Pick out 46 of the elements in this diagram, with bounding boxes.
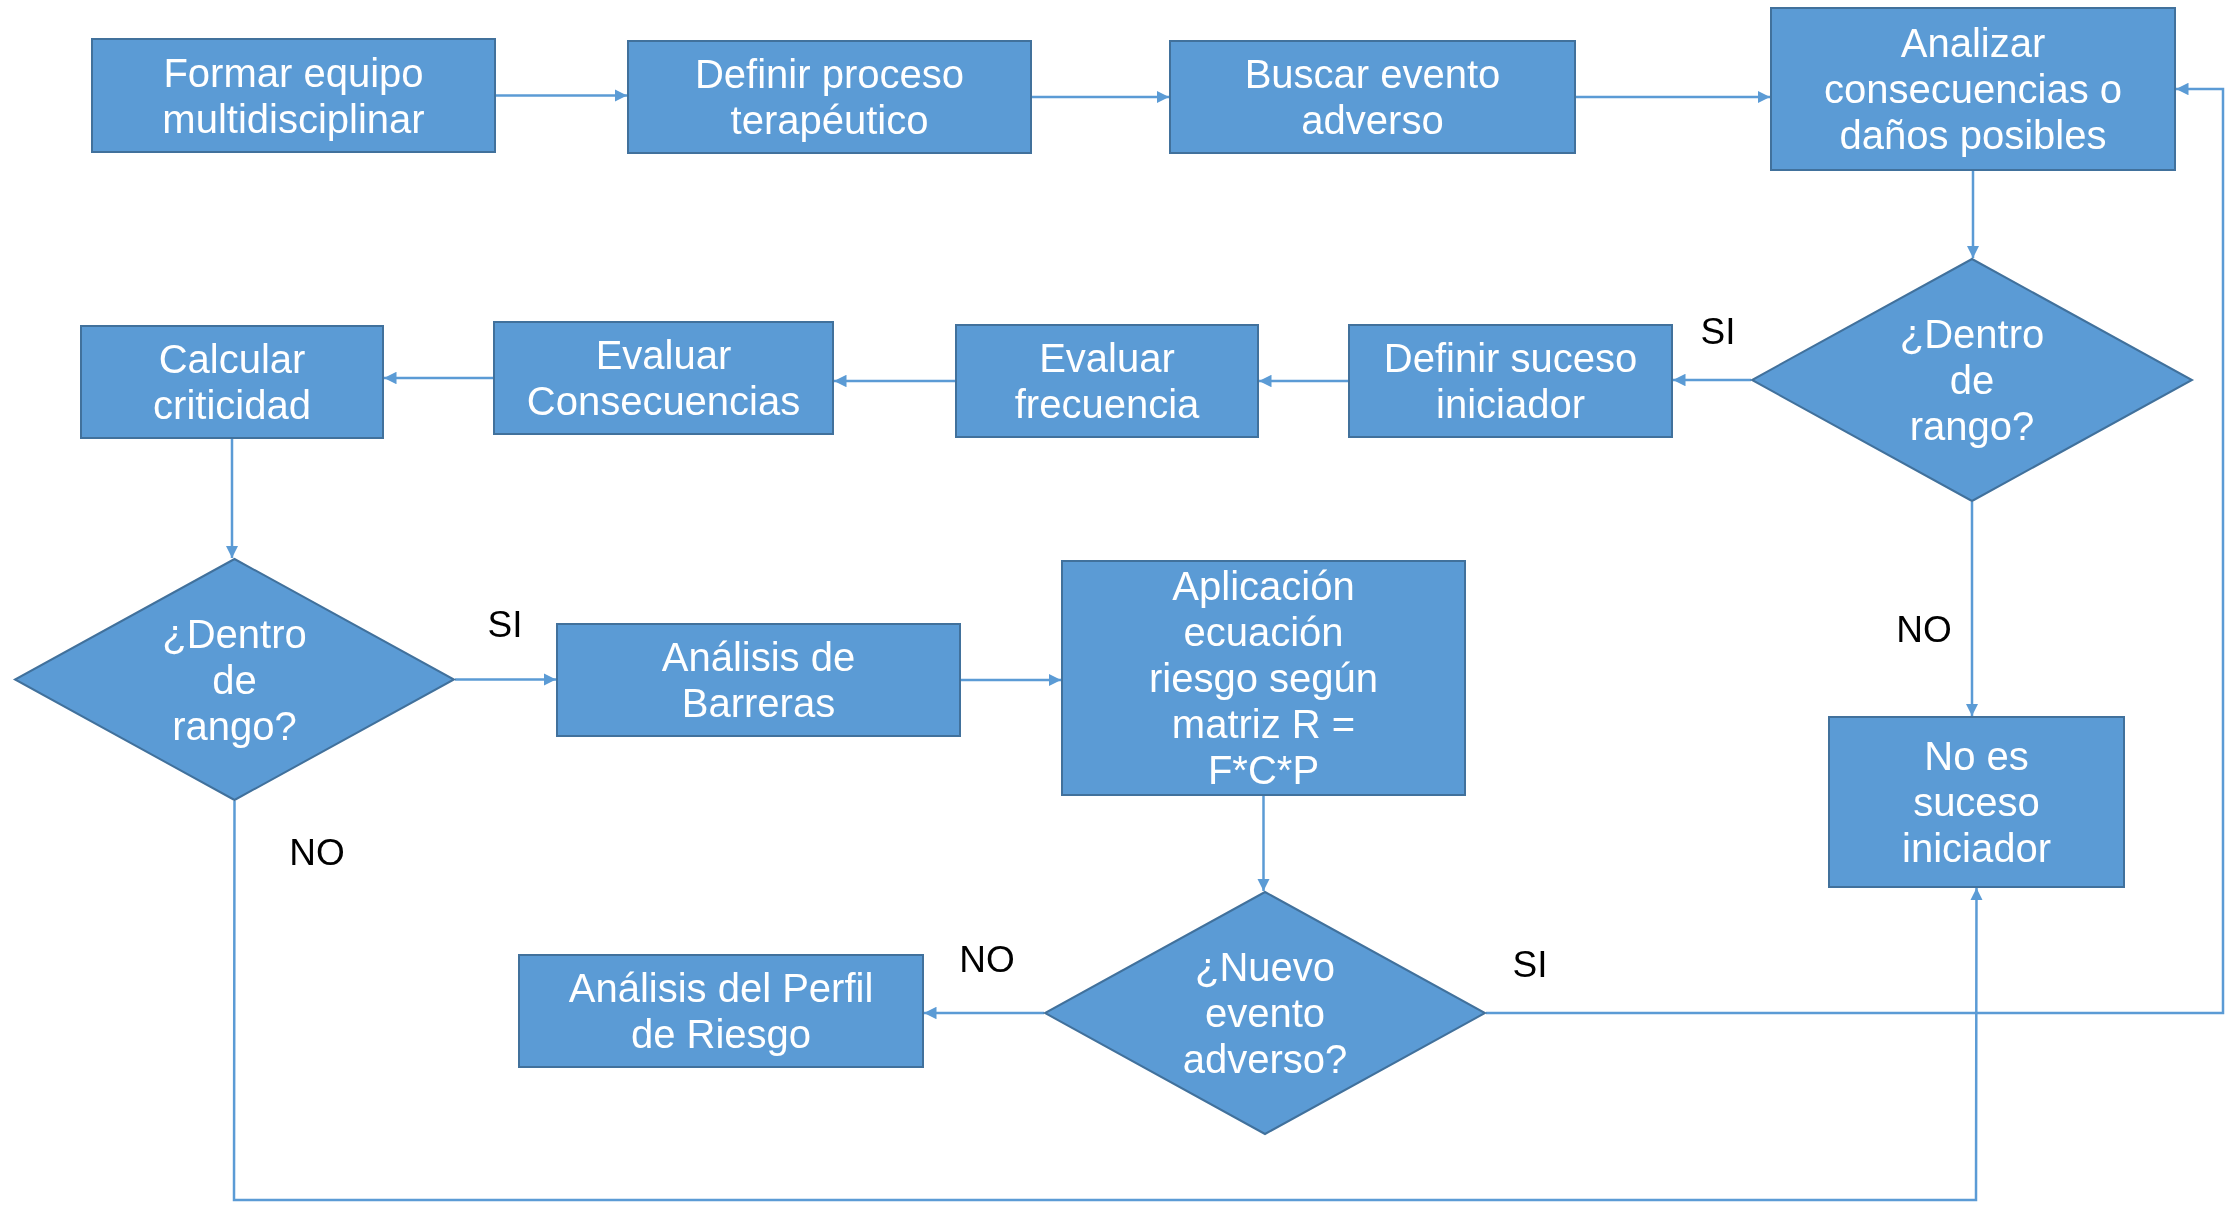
arrow <box>496 89 627 102</box>
decision-diamond <box>1044 891 1486 1135</box>
arrow <box>1673 373 1751 387</box>
decision-diamond <box>1751 258 2193 502</box>
arrow <box>834 374 955 388</box>
arrow <box>1486 82 2225 1015</box>
arrow <box>1966 171 1980 258</box>
node-label: Evaluar frecuencia <box>1013 335 1201 427</box>
node-label: No es suceso iniciador <box>1901 733 2052 871</box>
node-label: Analizar consecuencias o daños posibles <box>1823 20 2123 158</box>
node-label: ¿Nuevo evento adverso? <box>1181 944 1349 1082</box>
arrow <box>225 439 239 558</box>
process-box <box>91 38 496 153</box>
arrow <box>1032 90 1169 104</box>
node-label: ¿Dentro de rango? <box>1898 311 2046 449</box>
arrow <box>1576 90 1770 104</box>
node-label: Formar equipo multidisciplinar <box>161 49 426 142</box>
process-box <box>518 954 924 1068</box>
process-box <box>1828 716 2125 888</box>
arrow <box>1965 502 1979 716</box>
process-box <box>556 623 961 737</box>
process-box <box>1061 560 1466 796</box>
process-box <box>955 324 1259 438</box>
process-box <box>1348 324 1673 438</box>
arrow <box>924 1006 1044 1020</box>
arrow <box>961 673 1061 687</box>
node-label: Definir proceso terapéutico <box>694 51 965 143</box>
node-label: Análisis del Perfil de Riesgo <box>567 965 875 1057</box>
arrow <box>455 673 556 686</box>
arrow <box>384 371 493 385</box>
process-box <box>627 40 1032 154</box>
process-box <box>493 321 834 435</box>
decision-diamond <box>14 558 455 801</box>
node-label: Buscar evento adverso <box>1243 51 1502 143</box>
arrow <box>1257 796 1270 891</box>
node-label: Evaluar Consecuencias <box>525 332 802 424</box>
arrow <box>1259 374 1348 388</box>
node-label: Definir suceso iniciador <box>1382 335 1639 427</box>
process-box <box>80 325 384 439</box>
process-box <box>1169 40 1576 154</box>
node-label: ¿Dentro de rango? <box>161 610 308 749</box>
node-label: Aplicación ecuación riesgo según matriz R = F*C*P <box>1147 563 1379 793</box>
node-label: Calcular criticidad <box>152 336 312 428</box>
node-label: Análisis de Barreras <box>660 634 857 726</box>
arrow <box>232 801 1983 1202</box>
process-box <box>1770 7 2176 171</box>
